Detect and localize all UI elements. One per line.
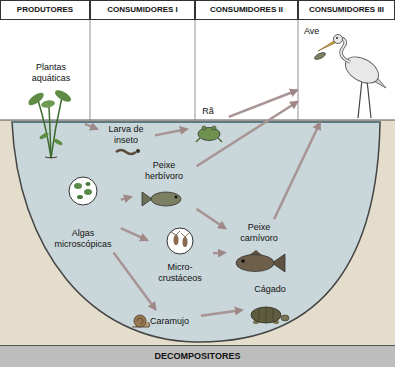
crustacean-body: [183, 237, 188, 247]
organism-name: Algas microscópicas: [51, 228, 115, 250]
herbivorous-fish: [151, 192, 181, 206]
band-title: DECOMPOSITORES: [155, 351, 241, 362]
crustacean-body: [174, 235, 179, 245]
food-chain-arrow: [229, 90, 297, 117]
column-divider: [298, 20, 299, 120]
level-title: CONSUMIDORES II: [210, 5, 283, 15]
ground-line: [0, 120, 395, 121]
alga-cell: [86, 182, 91, 186]
plant-root: [45, 157, 57, 158]
organism-bird: Ave: [300, 24, 388, 120]
frog-eye: [202, 126, 206, 130]
larva-head: [136, 149, 140, 153]
column-divider: [195, 20, 196, 120]
snail-shell: [134, 315, 146, 327]
organism-herbivorous-fish: Peixe herbívoro: [134, 160, 194, 214]
plant-leaf: [53, 138, 64, 146]
food-chain-arrow: [155, 129, 187, 135]
food-chain-arrow: [213, 251, 225, 254]
column-divider: [90, 20, 91, 120]
bird-leg: [358, 80, 362, 118]
plant-stem: [38, 100, 51, 158]
bird-eye: [336, 37, 338, 39]
alga-cell: [74, 183, 82, 189]
level-title: PRODUTORES: [17, 5, 73, 15]
organism-carnivorous-fish: Peixe carnívoro: [228, 222, 290, 280]
organism-name: Cágado: [254, 284, 286, 295]
shell-pattern: [259, 307, 273, 323]
pond-water: [12, 122, 380, 342]
trophic-level-header: PRODUTORES: [0, 0, 90, 20]
crustacean-antenna: [171, 231, 189, 237]
food-chain-arrow: [196, 209, 225, 229]
fish-tail: [142, 192, 152, 206]
alga-cell: [84, 189, 92, 195]
organism-name: Rã: [202, 106, 214, 117]
organism-plants: Plantas aquáticas: [20, 62, 82, 158]
food-chain-arrow: [197, 102, 298, 166]
trophic-level-header: CONSUMIDORES I: [90, 0, 195, 20]
larva-body: [116, 150, 136, 154]
food-chain-arrow: [113, 252, 155, 309]
organism-algae: Algas microscópicas: [48, 172, 118, 250]
level-title: CONSUMIDORES I: [107, 5, 178, 15]
plant-leaf: [40, 99, 55, 108]
turtle-head: [281, 315, 289, 321]
carnivorous-fish: [236, 255, 274, 272]
food-chain-arrow: [201, 310, 242, 316]
alga-cell: [77, 195, 83, 199]
organism-name: Larva de inseto: [104, 124, 148, 146]
decomposers-band: DECOMPOSITORES: [0, 345, 395, 367]
bird-leg: [367, 80, 371, 118]
organism-microcrustaceans: Micro- crustáceos: [150, 226, 210, 284]
organism-name: Plantas aquáticas: [26, 62, 76, 84]
magnifier-circle: [167, 228, 193, 254]
food-chain-arrow: [121, 197, 131, 200]
plant-stem: [51, 97, 62, 158]
organism-frog: Rã: [190, 106, 226, 144]
water-surface: [12, 121, 380, 123]
trophic-level-header: CONSUMIDORES III: [298, 0, 395, 20]
soil: [0, 120, 395, 345]
organism-name: Ave: [304, 26, 319, 37]
organism-larva: Larva de inseto: [100, 124, 152, 158]
fish-eye: [175, 196, 178, 199]
organism-name: Peixe carnívoro: [235, 222, 283, 244]
magnifier-circle: [69, 177, 97, 205]
shell-spiral: [137, 318, 143, 324]
food-chain-arrow: [274, 123, 320, 220]
frog-body: [198, 128, 220, 141]
organism-snail: Caramujo: [130, 312, 198, 330]
bird-beak: [318, 41, 335, 51]
food-chain-arrow: [121, 228, 148, 240]
organism-turtle: Cágado: [245, 284, 295, 328]
level-title: CONSUMIDORES III: [309, 5, 384, 15]
frog-eye: [212, 126, 216, 130]
fish-eye: [241, 259, 245, 263]
organism-name: Caramujo: [150, 316, 189, 327]
bird-body: [341, 51, 383, 88]
fish-in-beak: [314, 51, 327, 61]
turtle-shell: [251, 307, 281, 323]
trophic-level-header: CONSUMIDORES II: [195, 0, 298, 20]
plant-stem: [49, 106, 51, 158]
plant-leaf: [39, 132, 50, 140]
organism-name: Micro- crustáceos: [155, 262, 205, 284]
food-chain-arrow: [85, 124, 97, 129]
plant-leaf: [53, 88, 73, 104]
organism-name: Peixe herbívoro: [140, 160, 188, 182]
